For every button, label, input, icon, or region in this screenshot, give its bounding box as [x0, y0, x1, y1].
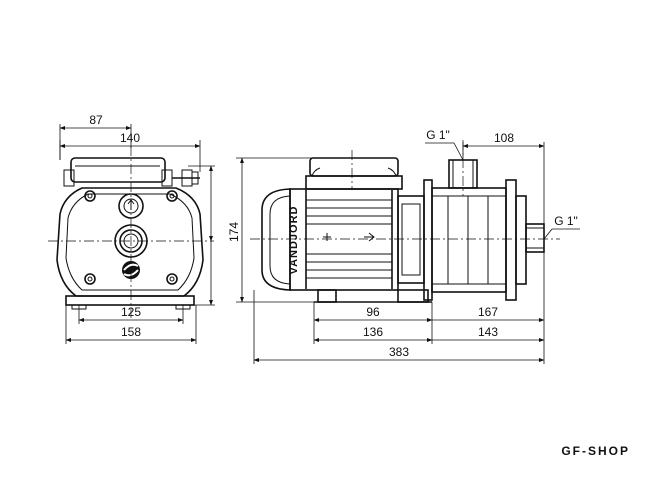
watermark: GF-SHOP [561, 444, 630, 458]
suction-nozzle [525, 223, 545, 253]
dim-158: 158 [65, 305, 197, 344]
dim-143-label: 143 [478, 325, 498, 339]
motor-end-cap [261, 188, 291, 291]
dim-383-label: 383 [389, 345, 409, 359]
front-view: 87 140 125 158 [48, 113, 215, 344]
dim-174: 174 [227, 157, 316, 303]
dim-96-label: 96 [366, 305, 380, 319]
pump-housing [431, 179, 527, 301]
suction-port-callout: G 1" [543, 214, 580, 240]
dim-167-label: 167 [478, 305, 498, 319]
side-terminal-box [305, 157, 403, 190]
terminal-box [63, 157, 200, 187]
side-view: VANDJORD [227, 128, 580, 364]
dim-108: 108 [462, 131, 545, 224]
dim-140: 140 [59, 131, 201, 172]
motor-fins [305, 190, 393, 289]
dim-174-label: 174 [227, 222, 241, 242]
side-extension-lines [253, 252, 545, 364]
front-height-dims [188, 165, 215, 306]
dim-row-1: 96 167 [313, 305, 545, 322]
motor-feet [314, 289, 432, 303]
dim-108-label: 108 [494, 131, 514, 145]
dim-136-label: 136 [363, 325, 383, 339]
discharge-port-callout: G 1" [425, 128, 464, 161]
brand-logo: VANDJORD [288, 206, 300, 275]
front-logo-swirl [122, 261, 140, 279]
dim-125-label: 125 [121, 305, 141, 319]
front-base-plate [65, 295, 195, 306]
dim-125: 125 [78, 305, 184, 324]
front-body [56, 187, 204, 297]
dim-140-label: 140 [120, 131, 140, 145]
dim-row-2: 136 143 [313, 325, 545, 342]
discharge-port-label: G 1" [426, 128, 450, 142]
dim-87-label: 87 [89, 113, 103, 127]
suction-port-label: G 1" [554, 214, 578, 228]
front-bolt-holes [84, 190, 178, 285]
adapter-bracket [397, 179, 433, 301]
dim-383: 383 [253, 345, 545, 362]
dim-158-label: 158 [121, 325, 141, 339]
